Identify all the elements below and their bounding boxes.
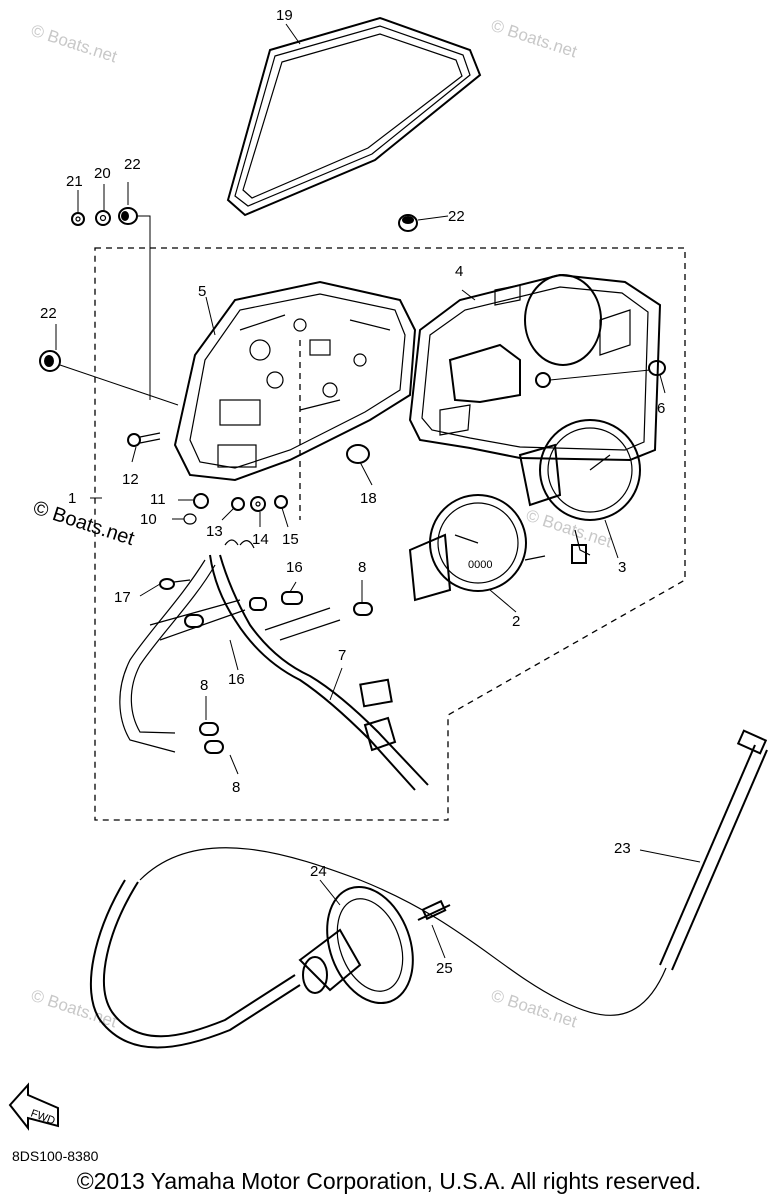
callout-8-top: 8 [358, 559, 366, 576]
part-25-pin [417, 899, 451, 921]
callout-15: 15 [282, 531, 299, 548]
callout-21: 21 [66, 173, 83, 190]
part-22-grommet-right [398, 214, 418, 232]
part-22-grommet-top [118, 207, 138, 225]
callout-20: 20 [94, 165, 111, 182]
callout-4: 4 [455, 263, 463, 280]
part-2-speedometer: 0000 [408, 494, 546, 602]
watermark-top-right: © Boats.net [489, 16, 580, 62]
watermark-middle-left: © Boats.net [30, 497, 137, 550]
watermark-bottom-left: © Boats.net [29, 986, 120, 1032]
part-8-bulb-b [199, 722, 219, 736]
part-8-bulb-d [184, 614, 204, 628]
watermark-top-left: © Boats.net [29, 21, 120, 67]
callout-23: 23 [614, 840, 631, 857]
part-10-washer [183, 513, 197, 525]
part-8-bulb-c [204, 740, 224, 754]
callout-2: 2 [512, 613, 520, 630]
callout-8-bottom: 8 [232, 779, 240, 796]
callout-18: 18 [360, 490, 377, 507]
part-16-bulb-socket-a [281, 591, 303, 605]
part-3-tachometer [518, 419, 641, 564]
part-23-speedometer-cable [89, 729, 768, 1049]
callout-22-right: 22 [448, 208, 465, 225]
callout-6: 6 [657, 400, 665, 417]
part-18-grommet [346, 444, 370, 464]
part-16-bulb-socket-b [249, 597, 267, 611]
callout-22-left: 22 [40, 305, 57, 322]
callout-8-mid: 8 [200, 677, 208, 694]
callout-19: 19 [276, 7, 293, 24]
callout-17: 17 [114, 589, 131, 606]
callout-5: 5 [198, 283, 206, 300]
part-6-screw [648, 360, 666, 376]
callout-22-top: 22 [124, 156, 141, 173]
diagram-code: 8DS100-8380 [12, 1148, 99, 1164]
copyright-notice: ©2013 Yamaha Motor Corporation, U.S.A. A… [76, 1168, 702, 1194]
fwd-arrow-icon: FWD [8, 1082, 59, 1131]
callout-16-top: 16 [286, 559, 303, 576]
fwd-label: FWD [29, 1108, 57, 1128]
part-12-screw [127, 432, 161, 447]
callout-16-mid: 16 [228, 671, 245, 688]
part-21-nut [71, 212, 85, 226]
part-13-washer [231, 497, 245, 511]
part-24-gear-unit [298, 885, 414, 1005]
callout-24: 24 [310, 863, 327, 880]
callout-11: 11 [150, 491, 166, 508]
callout-14: 14 [252, 531, 269, 548]
callout-10: 10 [140, 511, 157, 528]
odometer-text: 0000 [468, 559, 492, 571]
part-20-washer [95, 210, 111, 226]
part-8-bulb-a [353, 602, 373, 616]
watermark-bottom-right: © Boats.net [489, 986, 580, 1032]
watermark-middle-right: © Boats.net [524, 506, 615, 552]
part-4-meter-cover [408, 273, 662, 462]
leader-lines [55, 23, 701, 959]
callout-13: 13 [206, 523, 223, 540]
part-22-grommet-left [39, 350, 61, 372]
part-19-gasket [226, 16, 482, 217]
part-11-nut [193, 493, 209, 509]
callout-3: 3 [618, 559, 626, 576]
part-15-washer [274, 495, 288, 509]
callout-12: 12 [122, 471, 139, 488]
part-7-wire-harness [119, 539, 429, 791]
part-5-meter-case [173, 280, 417, 482]
callout-1: 1 [68, 490, 76, 507]
callout-25: 25 [436, 960, 453, 977]
assembly-boundary [94, 247, 686, 821]
part-14-nut [250, 496, 266, 512]
callout-7: 7 [338, 647, 346, 664]
callouts: 19 21 20 22 22 22 5 4 6 12 18 1 11 10 13… [40, 7, 665, 977]
